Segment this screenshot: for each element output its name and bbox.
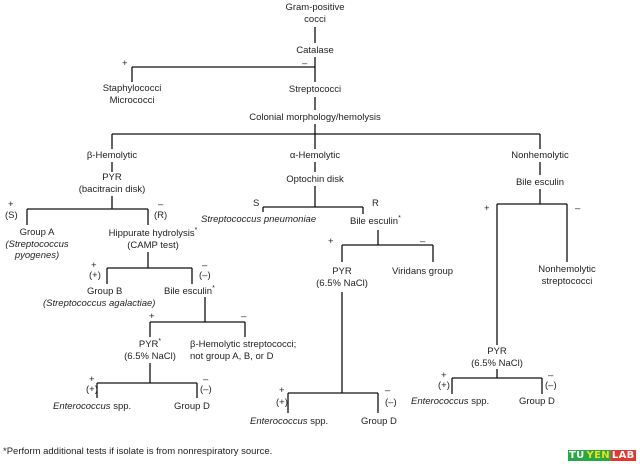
beta-pyr2-line1: PYR — [138, 339, 159, 350]
optochin-resistant-label: R — [372, 198, 379, 209]
nonhemolytic-pyr-line1: PYR — [487, 346, 507, 357]
nonhemolytic-pyr-positive-sign: + — [441, 370, 447, 381]
beta-pyr-positive-condition: (S) — [5, 210, 18, 221]
nonhemolytic-pyr-line2: (6.5% NaCl) — [471, 357, 523, 369]
beta-pyr2-positive-sign: + — [89, 374, 95, 385]
nonhemolytic-strep-line2: streptococci — [541, 275, 593, 287]
hippurate-positive-condition: (+) — [89, 270, 101, 281]
beta-bile-positive-sign: + — [149, 311, 155, 322]
beta-bile-asterisk: * — [212, 284, 215, 292]
nonhemolytic-pyr-negative-condition: (–) — [545, 380, 557, 391]
nonhemolytic-enterococcus-node: Enterococcus spp. — [411, 396, 489, 408]
alpha-pyr-negative-condition: (–) — [385, 397, 397, 408]
group-b-label: Group B — [87, 286, 123, 297]
alpha-bile-negative-sign: – — [420, 236, 426, 247]
beta-pyr-line1: PYR — [102, 172, 122, 183]
alpha-pyr-node: PYR (6.5% NaCl) — [302, 266, 382, 289]
streptococci-node: Streptococci — [288, 84, 342, 95]
watermark-part3: LAB — [610, 450, 636, 461]
hippurate-asterisk: * — [194, 226, 198, 234]
beta-pyr2-negative-sign: – — [203, 374, 209, 385]
nonhemolytic-bile-esculin-node: Bile esculin — [515, 177, 565, 188]
root-node: Gram-positive cocci — [285, 2, 345, 25]
group-a-species-line2: pyogenes) — [14, 250, 60, 261]
nonhemolytic-enterococcus-label: Enterococcus — [411, 396, 469, 407]
beta-nongroup-line1: β-Hemolytic streptococci; — [190, 339, 297, 350]
optochin-sensitive-label: S — [253, 198, 260, 209]
beta-pyr2-node: PYR* (6.5% NaCl) — [110, 337, 190, 362]
hippurate-line1: Hippurate hydrolysis — [108, 228, 195, 239]
beta-pyr-line2: (bacitracin disk) — [78, 183, 146, 195]
beta-enterococcus-node: Enterococcus spp. — [53, 401, 131, 413]
group-a-node: Group A (Streptococcus pyogenes) — [0, 227, 82, 262]
alpha-pyr-positive-condition: (+) — [276, 397, 288, 408]
colonial-morphology-node: Colonial morphology/hemolysis — [249, 112, 381, 123]
nonhemolytic-pyr-negative-sign: – — [548, 370, 554, 381]
watermark-part1: TU — [568, 450, 586, 461]
footnote: *Perform additional tests if isolate is … — [3, 446, 273, 457]
alpha-group-d-node: Group D — [361, 416, 397, 427]
group-a-species-line1: (Streptococcus — [5, 238, 69, 250]
alpha-bile-positive-sign: + — [328, 236, 334, 247]
nonhemolytic-group-d-node: Group D — [519, 396, 555, 407]
optochin-disk-node: Optochin disk — [286, 174, 344, 185]
nonhemolytic-streptococci-node: Nonhemolytic streptococci — [527, 264, 607, 287]
alpha-enterococcus-node: Enterococcus spp. — [250, 416, 328, 428]
nonhemolytic-enterococcus-spp: spp. — [471, 396, 490, 407]
staph-line1: Staphylococci — [102, 83, 162, 94]
beta-hemolytic-node: β-Hemolytic — [86, 150, 138, 161]
hippurate-negative-sign: – — [202, 260, 208, 271]
beta-pyr2-negative-condition: (–) — [200, 384, 212, 395]
alpha-bile-esculin-node: Bile esculin* — [350, 214, 401, 228]
beta-enterococcus-label: Enterococcus — [53, 401, 111, 412]
beta-pyr-negative-condition: (R) — [154, 210, 168, 221]
catalase-negative-sign: – — [302, 58, 308, 69]
watermark-part2: YEN — [585, 450, 611, 461]
hippurate-negative-condition: (–) — [199, 270, 211, 281]
beta-group-d-node: Group D — [174, 401, 210, 412]
beta-pyr-negative-sign: – — [158, 199, 164, 210]
beta-pyr2-line2: (6.5% NaCl) — [124, 350, 176, 362]
catalase-node: Catalase — [296, 45, 334, 56]
group-a-label: Group A — [19, 227, 55, 238]
nonhemolytic-pyr-positive-condition: (+) — [438, 380, 450, 391]
beta-bile-negative-sign: – — [241, 311, 247, 322]
alpha-pyr-line2: (6.5% NaCl) — [316, 277, 368, 289]
nonhemolytic-bile-negative-sign: – — [575, 203, 581, 214]
root-label-line2: cocci — [304, 13, 326, 25]
nonhemolytic-bile-positive-sign: + — [484, 203, 490, 214]
nonhemolytic-strep-line1: Nonhemolytic — [538, 264, 596, 275]
hippurate-line2: (CAMP test) — [127, 239, 179, 251]
beta-pyr-node: PYR (bacitracin disk) — [62, 172, 162, 195]
alpha-pyr-negative-sign: – — [385, 385, 391, 396]
alpha-pyr-positive-sign: + — [279, 385, 285, 396]
alpha-hemolytic-node: α-Hemolytic — [289, 150, 341, 161]
alpha-pyr-line1: PYR — [332, 266, 352, 277]
alpha-bile-esculin-label: Bile esculin — [350, 216, 399, 227]
group-b-species: (Streptococcus agalactiae) — [43, 298, 156, 309]
beta-pyr2-positive-condition: (+) — [86, 384, 98, 395]
nonhemolytic-node: Nonhemolytic — [511, 150, 569, 161]
beta-nongroup-node: β-Hemolytic streptococci; not group A, B… — [190, 339, 296, 362]
alpha-bile-asterisk: * — [398, 214, 401, 222]
beta-pyr2-asterisk: * — [158, 337, 162, 345]
viridans-group-node: Viridans group — [392, 266, 454, 277]
staph-line2: Micrococci — [109, 94, 155, 106]
streptococcus-pneumoniae-node: Streptococcus pneumoniae — [201, 214, 317, 225]
catalase-positive-sign: + — [122, 58, 128, 69]
beta-bile-esculin-label: Bile esculin — [164, 286, 213, 297]
nonhemolytic-pyr-node: PYR (6.5% NaCl) — [457, 346, 537, 369]
hippurate-positive-sign: + — [91, 260, 97, 271]
beta-bile-esculin-node: Bile esculin* — [164, 284, 215, 298]
alpha-enterococcus-spp: spp. — [310, 416, 329, 427]
beta-enterococcus-spp: spp. — [113, 401, 132, 412]
beta-nongroup-line2: not group A, B, or D — [190, 350, 274, 362]
beta-pyr-positive-sign: + — [8, 199, 14, 210]
alpha-enterococcus-label: Enterococcus — [250, 416, 308, 427]
staphylococci-node: Staphylococci Micrococci — [92, 83, 172, 106]
hippurate-hydrolysis-node: Hippurate hydrolysis* (CAMP test) — [93, 226, 213, 251]
root-label-line1: Gram-positive — [285, 2, 345, 13]
